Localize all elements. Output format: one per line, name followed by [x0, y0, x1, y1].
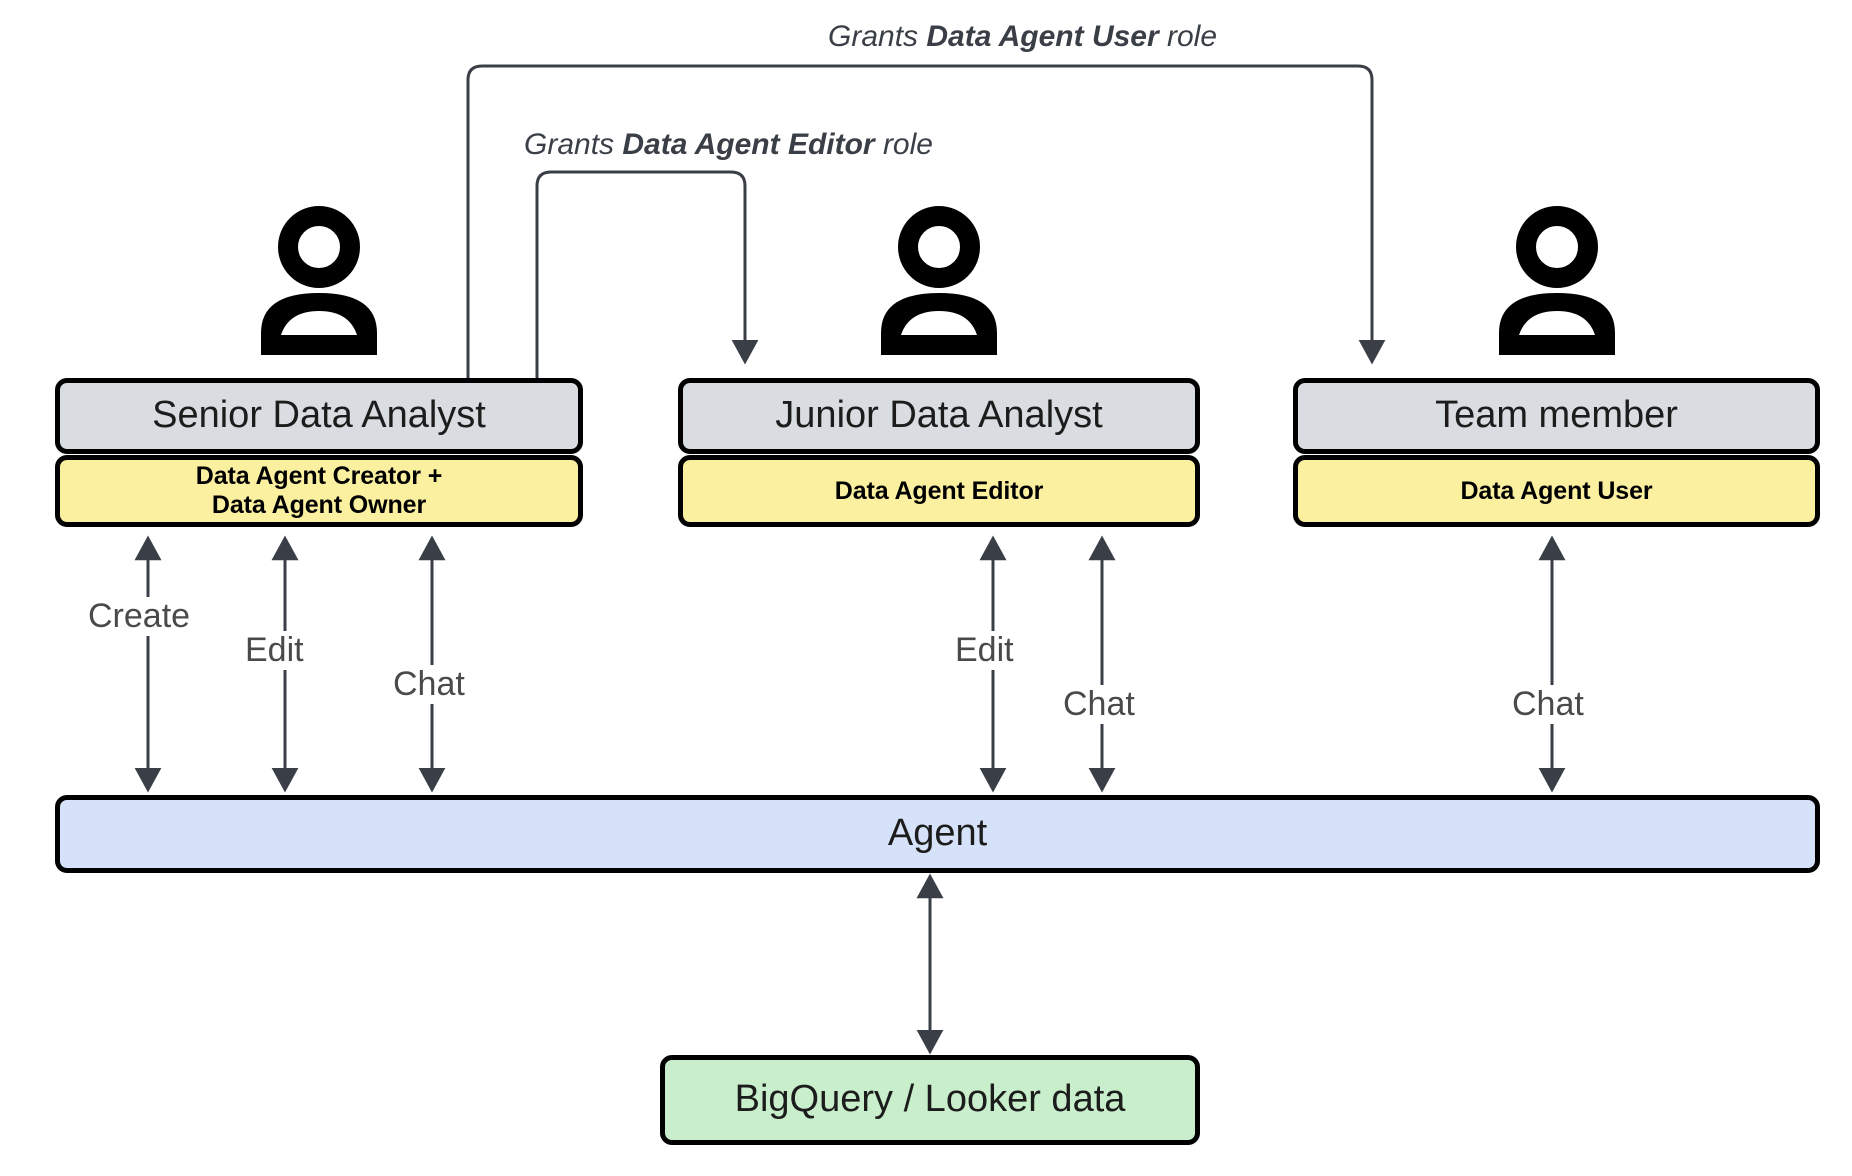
connector-grant-editor [535, 170, 759, 378]
persona-title-junior: Junior Data Analyst [678, 378, 1200, 454]
person-icon [1499, 206, 1615, 355]
grant-editor-suffix: role [874, 128, 933, 161]
persona-role-senior-line2: Data Agent Owner [211, 491, 427, 519]
flow-label-junior-edit: Edit [951, 631, 1018, 670]
flow-label-team-chat: Chat [1508, 685, 1588, 724]
person-icon [881, 206, 997, 355]
grant-label-data-agent-editor: Grants Data Agent Editor role [524, 128, 933, 162]
grant-user-prefix: Grants [828, 20, 927, 53]
flow-label-senior-edit: Edit [241, 631, 308, 670]
persona-role-senior: Data Agent Creator + Data Agent Owner [55, 455, 583, 527]
grant-user-role: Data Agent User [926, 20, 1159, 53]
persona-title-senior: Senior Data Analyst [55, 378, 583, 454]
grant-editor-role: Data Agent Editor [622, 128, 875, 161]
grant-label-data-agent-user: Grants Data Agent User role [828, 20, 1217, 54]
persona-role-junior: Data Agent Editor [678, 455, 1200, 527]
person-icon [261, 206, 377, 355]
grant-user-suffix: role [1158, 20, 1218, 53]
persona-role-senior-line1: Data Agent Creator + [195, 462, 443, 491]
agent-bar: Agent [55, 795, 1820, 873]
persona-role-team-member: Data Agent User [1293, 455, 1820, 527]
persona-title-team-member: Team member [1293, 378, 1820, 454]
persona-role-team-line1: Data Agent User [1460, 476, 1653, 505]
datasource-box: BigQuery / Looker data [660, 1055, 1200, 1145]
flow-label-senior-create: Create [84, 597, 195, 636]
persona-role-junior-line1: Data Agent Editor [834, 476, 1044, 505]
flow-label-senior-chat: Chat [389, 665, 469, 704]
flow-label-junior-chat: Chat [1059, 685, 1139, 724]
grant-editor-prefix: Grants [524, 128, 623, 161]
